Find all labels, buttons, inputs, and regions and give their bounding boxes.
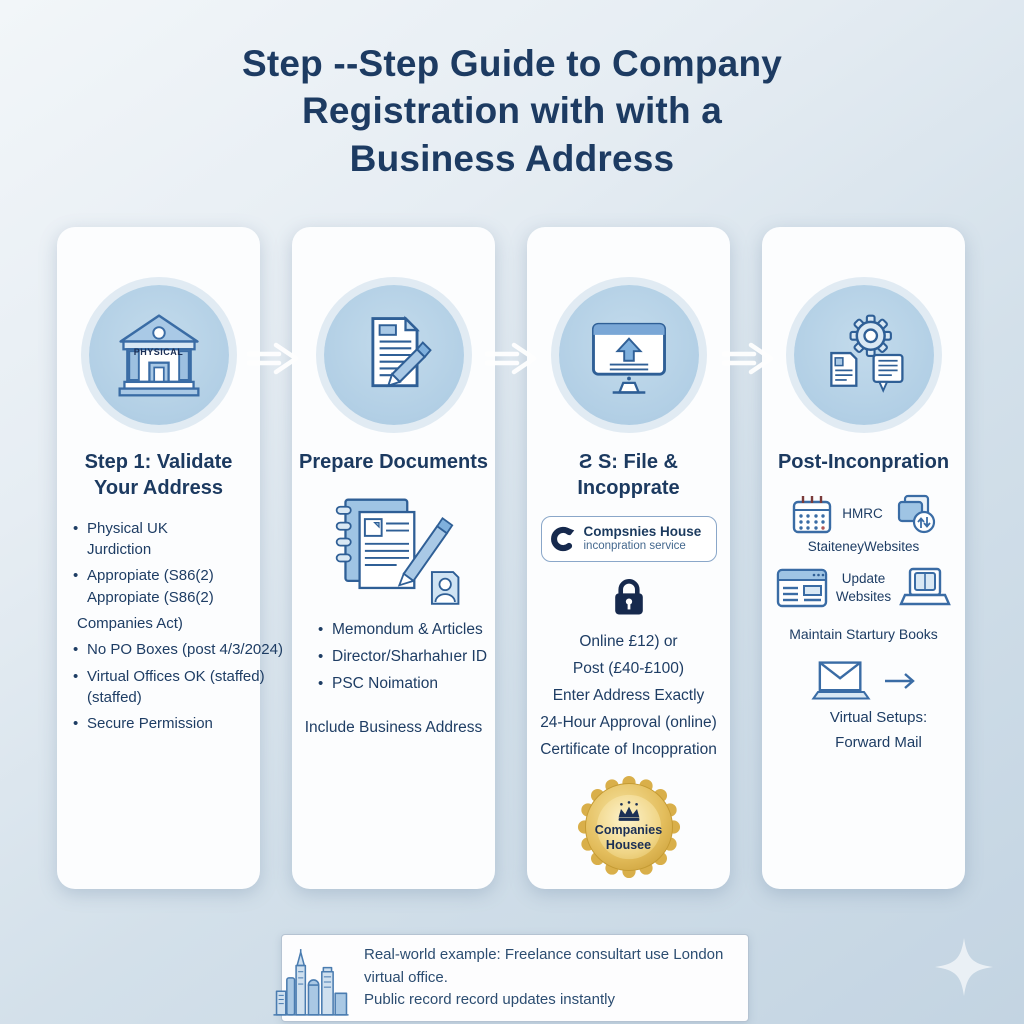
bullet-item: Companies Act) (63, 613, 254, 634)
card-step1-validate-address: PHYSICAL Step 1: Validate Your Address •… (57, 227, 283, 889)
companies-house-gold-badge: Companies Housee (577, 775, 681, 879)
bullet-item: • No PO Boxes (post 4/3/2024) (73, 639, 283, 660)
laptop-book-icon (899, 568, 951, 606)
hmrc-label: HMRC (842, 506, 883, 522)
bullet-item: • Memondum & Articles (318, 619, 491, 641)
bullet-marker: • (318, 648, 324, 666)
lock-icon (614, 578, 643, 615)
bullet-marker: • (318, 621, 324, 639)
step4-mail-row (762, 658, 965, 704)
statutory-books-label: Maintain Startury Books (789, 626, 938, 643)
step4-heading: Post-Inconpration (777, 451, 950, 473)
building-sign-label: PHYSICAL (133, 347, 184, 357)
update-websites-label: Update Websites (835, 571, 892, 605)
envelope-icon (810, 661, 871, 700)
bullet-text: Memondum & Articles (332, 621, 483, 639)
bullet-item: • Virtual Offices OK (staffed) (staffed) (73, 666, 265, 709)
step2-bullet-list: • Memondum & Articles • Director/Sharhah… (318, 619, 491, 695)
step4-row2: Update Websites (762, 566, 965, 610)
step2-note: Include Business Address (304, 719, 483, 737)
hmrc-sub-label: StaiteneyWebsites (807, 539, 920, 555)
bullet-marker (63, 613, 77, 634)
bullet-text: Virtual Offices OK (staffed) (staffed) (87, 667, 265, 706)
step4-row1: HMRC (762, 491, 965, 537)
step1-heading: Step 1: Validate Your Address (84, 451, 233, 500)
bullet-marker: • (73, 641, 79, 659)
bullet-marker: • (73, 567, 79, 585)
steps-row: PHYSICAL Step 1: Validate Your Address •… (57, 227, 968, 889)
step3-icon-circle (558, 285, 699, 425)
flow-arrow-icon (246, 342, 299, 375)
step4-icon-circle (793, 285, 934, 425)
bullet-text: Companies Act) (77, 614, 183, 632)
virtual-setup-label: Virtual Setups: Forward Mail (829, 709, 928, 752)
city-skyline-icon (273, 948, 349, 1016)
website-browser-icon (776, 569, 828, 608)
right-arrow-icon (884, 673, 915, 690)
step2-icon-circle (323, 285, 464, 425)
card-step2-prepare-documents: Prepare Documents • (292, 227, 495, 889)
flow-arrow-icon (721, 342, 774, 375)
step1-icon-circle: PHYSICAL (88, 285, 229, 425)
sparkle-icon (935, 938, 993, 996)
gear-documents-icon (829, 314, 904, 393)
bullet-text: Director/Sharhahıer ID (332, 648, 488, 666)
bullet-item: • PSC Noimation (318, 673, 491, 695)
flow-arrow-icon (484, 342, 537, 375)
step3-heading: Ƨ S: File & Incopprate (577, 451, 680, 500)
card-step4-post-incorporation: Post-Inconpration HMRC (762, 227, 965, 889)
bullet-text: PSC Noimation (332, 675, 438, 693)
bullet-item: • Appropiate (S86(2) Appropiate (S86(2) (73, 565, 254, 608)
companies-house-logo-icon (550, 526, 574, 551)
monitor-upload-icon (591, 322, 666, 394)
companies-house-button: Compsnies House inconpration service (540, 515, 717, 562)
bullet-text: Physical UK Jurdiction (87, 519, 168, 559)
bank-building-icon (117, 314, 200, 397)
bullet-text: Appropiate (S86(2) Appropiate (S86(2) (87, 567, 214, 606)
registry-button-subtitle: inconpration service (583, 539, 686, 552)
bullet-item: • Secure Permission (73, 713, 254, 734)
step3-details: Online £12) or Post (£40-£100) Enter Add… (540, 632, 717, 759)
copy-sync-icon (897, 495, 935, 534)
example-note-text: Real-world example: Freelance consultart… (364, 946, 724, 1008)
example-note-bar: Real-world example: Freelance consultart… (273, 934, 749, 1022)
bullet-marker: • (73, 715, 79, 733)
step1-bullet-list: • Physical UK Jurdiction • Appropiate (S… (73, 518, 283, 735)
documents-pen-person-icon (335, 498, 459, 606)
registry-button-title: Compsnies House (583, 523, 702, 539)
bullet-marker: • (73, 667, 79, 685)
gold-seal-icon (577, 776, 680, 879)
step2-heading: Prepare Documents (299, 451, 488, 473)
calendar-icon (793, 496, 832, 534)
bullet-item: • Physical UK Jurdiction (73, 518, 254, 561)
page-title: Step --Step Guide to Company Registratio… (241, 43, 783, 179)
bullet-marker: • (73, 519, 79, 537)
gold-badge-label: Companies Housee (594, 823, 663, 853)
document-pencil-icon (370, 315, 432, 388)
bullet-text: No PO Boxes (post 4/3/2024) (87, 641, 283, 659)
bullet-item: • Director/Sharhahıer ID (318, 646, 491, 668)
bullet-marker: • (318, 675, 324, 693)
bullet-text: Secure Permission (87, 715, 213, 733)
card-step3-file-incorporate: Ƨ S: File & Incopprate Compsnies House i… (527, 227, 730, 889)
